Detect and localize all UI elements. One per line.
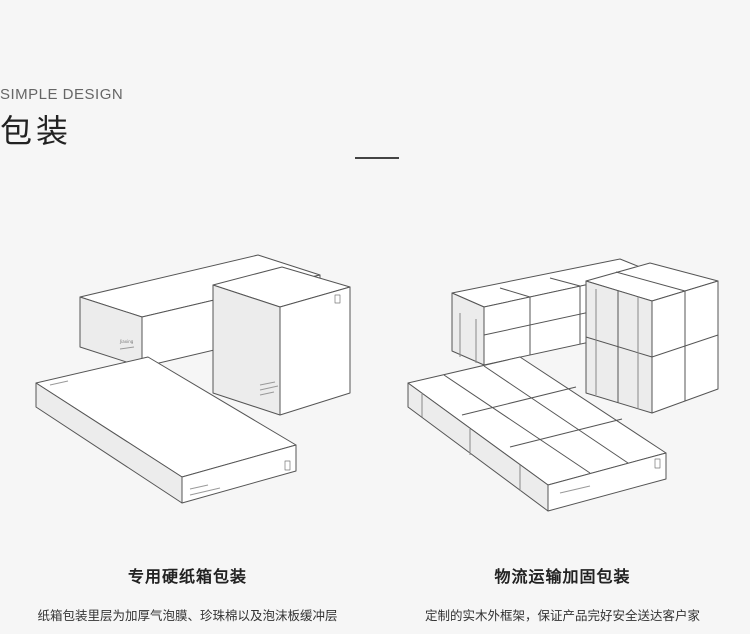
section-subtitle: SIMPLE DESIGN — [0, 86, 124, 103]
right-caption: 物流运输加固包装 定制的实木外框架，保证产品完好安全送达客户家 — [375, 563, 750, 624]
wooden-crates-illustration — [400, 253, 730, 528]
right-caption-description: 定制的实木外框架，保证产品完好安全送达客户家 — [424, 608, 700, 623]
svg-text:Jiaxing: Jiaxing — [119, 339, 134, 344]
title-divider — [355, 157, 399, 159]
left-caption-title: 专用硬纸箱包装 — [127, 567, 247, 586]
section-title: 包装 — [0, 112, 73, 150]
left-caption-description: 纸箱包装里层为加厚气泡膜、珍珠棉以及泡沫板缓冲层 — [37, 608, 338, 623]
right-caption-title: 物流运输加固包装 — [494, 567, 631, 586]
left-caption: 专用硬纸箱包装 纸箱包装里层为加厚气泡膜、珍珠棉以及泡沫板缓冲层 — [0, 563, 375, 624]
cardboard-boxes-illustration: Jiaxing — [30, 245, 360, 530]
